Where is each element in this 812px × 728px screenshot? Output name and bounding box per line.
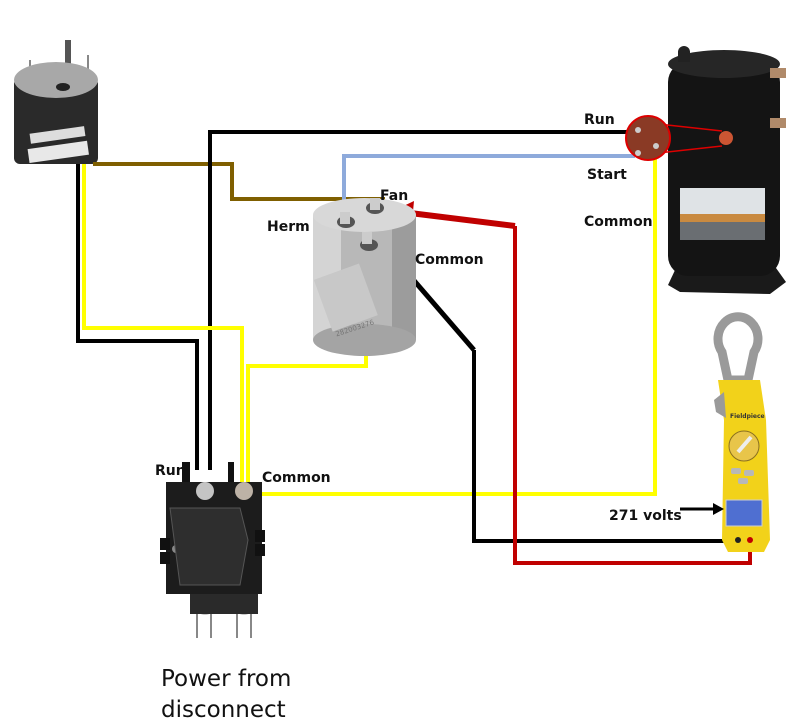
wire-brown-fan bbox=[93, 162, 385, 201]
meter-lead-red-probe bbox=[409, 210, 516, 229]
label-cap-herm: Herm bbox=[267, 219, 310, 235]
meter-brand: Fieldpiece bbox=[730, 413, 765, 420]
wire-black-motor bbox=[76, 164, 199, 470]
contactor bbox=[160, 462, 265, 638]
label-cap-fan: Fan bbox=[380, 188, 408, 204]
compressor-nameplate bbox=[680, 188, 765, 214]
contactor-screw bbox=[196, 482, 214, 500]
label-comp-run: Run bbox=[584, 112, 615, 128]
meter-jack-com bbox=[735, 537, 741, 543]
wire-black-run-compressor bbox=[208, 130, 638, 470]
label-cap-common: Common bbox=[415, 252, 484, 268]
reading-arrow-head bbox=[713, 503, 724, 515]
motor-label bbox=[27, 140, 89, 163]
wire-yellow-comp-common bbox=[248, 148, 657, 496]
capacitor: 282003276 bbox=[313, 198, 416, 356]
label-comp-start: Start bbox=[587, 167, 627, 183]
contactor-label-plate bbox=[169, 507, 249, 586]
caption-line-1: Power from bbox=[161, 666, 291, 692]
compressor-fitting bbox=[770, 68, 786, 78]
compressor bbox=[625, 46, 786, 294]
fan-motor bbox=[14, 40, 98, 164]
capacitor-label bbox=[313, 263, 378, 332]
compressor-fitting bbox=[770, 118, 786, 128]
meter-jaw bbox=[713, 312, 763, 385]
wire-yellow-motor-common bbox=[82, 164, 244, 490]
motor-endcap bbox=[14, 62, 98, 98]
terminal-start-pin bbox=[635, 150, 641, 156]
label-contactor-run: Run bbox=[155, 463, 186, 479]
terminal-callout bbox=[625, 115, 671, 161]
caption-line-2: disconnect bbox=[161, 697, 286, 723]
terminal-common-pin bbox=[653, 143, 659, 149]
label-comp-common: Common bbox=[584, 214, 653, 230]
terminal-block bbox=[719, 131, 733, 145]
wire-black-meter-lead bbox=[472, 350, 740, 543]
wire-blue-start bbox=[342, 154, 635, 214]
compressor-shell bbox=[668, 62, 780, 276]
terminal-run-pin bbox=[635, 127, 641, 133]
clamp-meter: Fieldpiece bbox=[713, 312, 770, 552]
motor-shaft bbox=[65, 40, 71, 80]
contactor-screw bbox=[235, 482, 253, 500]
label-contactor-common: Common bbox=[262, 470, 331, 486]
meter-display bbox=[725, 499, 763, 527]
meter-jack-volt bbox=[747, 537, 753, 543]
label-meter-reading: 271 volts bbox=[609, 508, 682, 524]
